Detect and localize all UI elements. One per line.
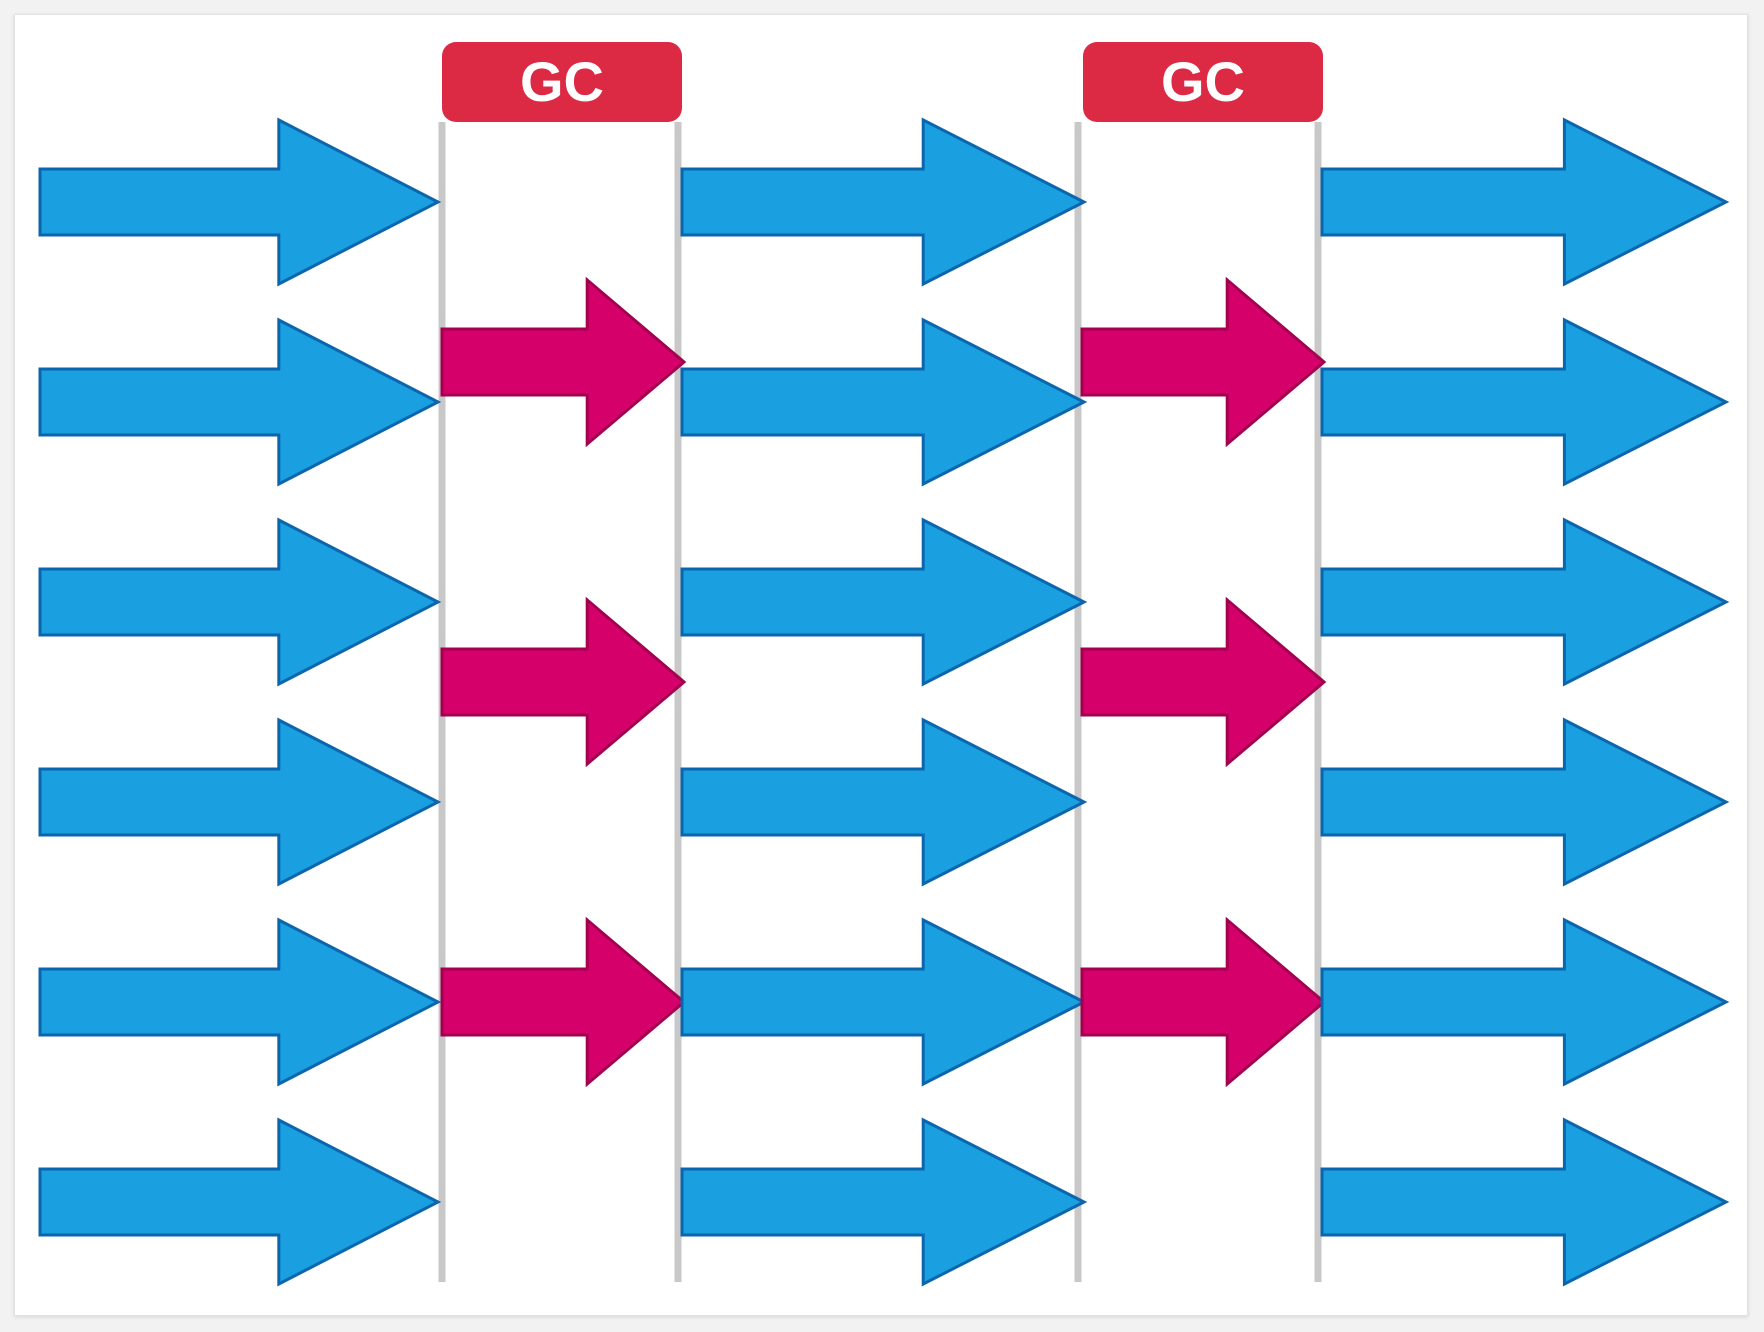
- gc-badge-2: GC: [1083, 42, 1323, 122]
- application-thread-arrow: [680, 1117, 1088, 1287]
- application-thread-arrow: [38, 517, 442, 687]
- application-thread-arrow: [680, 117, 1088, 287]
- application-thread-arrow: [38, 917, 442, 1087]
- application-thread-arrow: [38, 117, 442, 287]
- thread-arrows: [38, 117, 1730, 1287]
- application-thread-arrow: [38, 317, 442, 487]
- application-thread-arrow: [1320, 717, 1730, 887]
- gc-thread-arrow: [440, 916, 687, 1088]
- gc-badge-1: GC: [442, 42, 682, 122]
- application-thread-arrow: [1320, 517, 1730, 687]
- application-thread-arrow: [680, 517, 1088, 687]
- gc-thread-arrow: [440, 596, 687, 768]
- gc-badge-2-label: GC: [1161, 50, 1245, 113]
- gc-thread-arrow: [440, 276, 687, 448]
- application-thread-arrow: [1320, 117, 1730, 287]
- application-thread-arrow: [1320, 1117, 1730, 1287]
- gc-badge-1-label: GC: [520, 50, 604, 113]
- gc-badge-2-background: [1083, 42, 1323, 122]
- gc-thread-arrow: [1080, 596, 1327, 768]
- application-thread-arrow: [680, 717, 1088, 887]
- application-thread-arrow: [38, 1117, 442, 1287]
- application-thread-arrow: [1320, 917, 1730, 1087]
- gc-thread-arrow: [1080, 276, 1327, 448]
- application-thread-arrow: [680, 917, 1088, 1087]
- application-thread-arrow: [38, 717, 442, 887]
- application-thread-arrow: [680, 317, 1088, 487]
- gc-badge-1-background: [442, 42, 682, 122]
- application-thread-arrow: [1320, 317, 1730, 487]
- gc-thread-arrow: [1080, 916, 1327, 1088]
